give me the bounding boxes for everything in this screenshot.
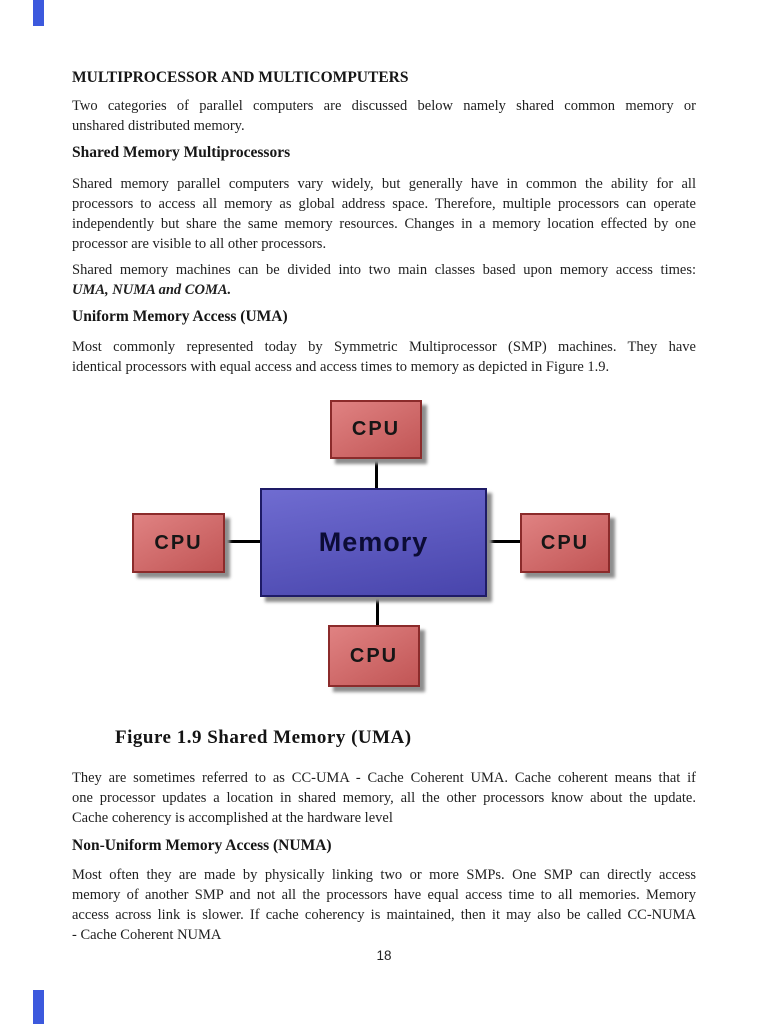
text-line: Most commonly represented today by Symme… <box>72 339 696 355</box>
figure-caption: Figure 1.9 Shared Memory (UMA) <box>115 727 412 748</box>
text-line: one processor updates a location in shar… <box>72 790 696 806</box>
paragraph-cc-uma: They are sometimes referred to as CC-UMA… <box>72 768 696 828</box>
cpu-node-left-label: CPU <box>154 531 203 554</box>
cpu-node-top: CPU <box>330 400 422 459</box>
text-line: access across link is slower. If cache c… <box>72 907 696 923</box>
text-line: memory of another SMP and not all the pr… <box>72 887 696 903</box>
text-line: processors to access all memory as globa… <box>72 196 696 212</box>
cpu-node-top-label: CPU <box>351 418 401 440</box>
text-line: independently but share the same memory … <box>72 216 696 232</box>
paragraph-uma: Most commonly represented today by Symme… <box>72 337 696 377</box>
cpu-node-bottom-label: CPU <box>349 644 399 667</box>
heading-non-uniform-memory-access: Non-Uniform Memory Access (NUMA) <box>72 837 332 854</box>
text-line: processor are visible to all other proce… <box>72 236 327 252</box>
text-line: Cache coherency is accomplished at the h… <box>72 810 393 826</box>
uma-diagram: CPU CPU Memory CPU CPU <box>72 398 696 693</box>
page-content: MULTIPROCESSOR AND MULTICOMPUTERS Two ca… <box>72 0 696 964</box>
connector-right <box>487 540 522 543</box>
text-line: - Cache Coherent NUMA <box>72 927 222 943</box>
text-line: unshared distributed memory. <box>72 118 245 134</box>
page-edge-accent-top <box>33 0 44 26</box>
page-edge-accent-bottom <box>33 990 44 1024</box>
connector-top <box>375 459 378 490</box>
text-line: Two categories of parallel computers are… <box>72 98 696 114</box>
cpu-node-bottom: CPU <box>328 625 420 687</box>
text-line: Shared memory machines can be divided in… <box>72 262 696 278</box>
page-title: MULTIPROCESSOR AND MULTICOMPUTERS <box>72 69 409 86</box>
heading-shared-memory-multiprocessors: Shared Memory Multiprocessors <box>72 144 291 161</box>
heading-uniform-memory-access: Uniform Memory Access (UMA) <box>72 308 288 325</box>
connector-bottom <box>376 597 379 627</box>
page-number: 18 <box>376 948 392 963</box>
paragraph-shared-memory: Shared memory parallel computers vary wi… <box>72 174 696 254</box>
text-line: They are sometimes referred to as CC-UMA… <box>72 770 696 786</box>
cpu-node-right-label: CPU <box>540 531 590 554</box>
cpu-node-right: CPU <box>520 513 610 573</box>
connector-left <box>225 540 262 543</box>
text-line: Shared memory parallel computers vary wi… <box>72 176 696 192</box>
paragraph-memory-classes: Shared memory machines can be divided in… <box>72 260 696 300</box>
memory-node: Memory <box>260 488 487 597</box>
paragraph-numa: Most often they are made by physically l… <box>72 865 696 945</box>
text-line: UMA, NUMA and COMA. <box>72 282 232 298</box>
cpu-node-left: CPU <box>132 513 225 573</box>
memory-node-label: Memory <box>318 527 429 557</box>
text-line: Most often they are made by physically l… <box>72 867 696 883</box>
text-line: identical processors with equal access a… <box>72 359 610 375</box>
paragraph-intro: Two categories of parallel computers are… <box>72 96 696 136</box>
